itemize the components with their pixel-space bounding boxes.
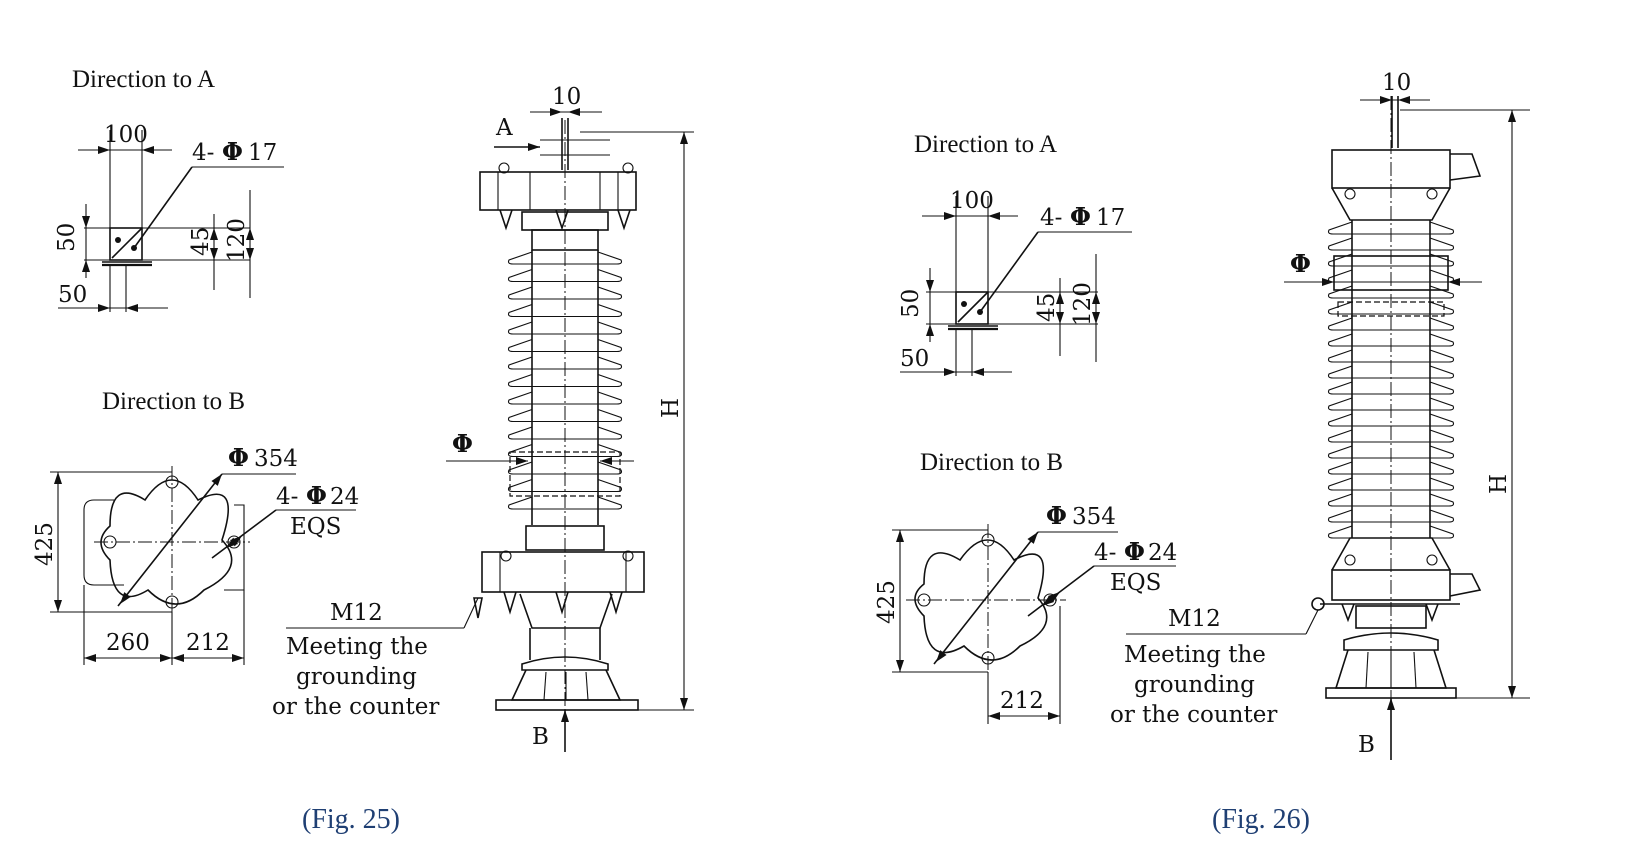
fig26-a-hole-prefix: 4- bbox=[1040, 205, 1062, 231]
fig26-b-circle-diameter: 354 bbox=[1072, 504, 1116, 530]
fig26-note-line2: grounding bbox=[1134, 672, 1255, 698]
fig25-a-hole-prefix: 4- bbox=[192, 140, 214, 166]
fig25-direction-b-title: Direction to B bbox=[102, 388, 245, 415]
fig26-a-dim-100: 100 bbox=[950, 188, 994, 214]
fig25-note-line1: Meeting the bbox=[286, 634, 428, 660]
fig25: Direction to A 100 4- Φ 17 bbox=[32, 66, 694, 835]
fig25-a-dim-120: 120 bbox=[224, 218, 250, 262]
fig25-b-holes-size: 24 bbox=[330, 484, 359, 510]
fig26-dim-10: 10 bbox=[1382, 70, 1411, 96]
fig26-label-b: B bbox=[1358, 732, 1375, 758]
fig25-direction-a-view: Direction to A 100 4- Φ 17 bbox=[54, 66, 284, 312]
fig26-note-line1: Meeting the bbox=[1124, 642, 1266, 668]
insulator-shed bbox=[507, 391, 623, 405]
fig25-a-dim-45: 45 bbox=[188, 227, 214, 256]
fig26-caption: (Fig. 26) bbox=[1212, 804, 1310, 835]
fig25-direction-a-title: Direction to A bbox=[72, 66, 215, 93]
fig26-b-holes-size: 24 bbox=[1148, 540, 1177, 566]
fig26-b-circle-phi: Φ bbox=[1046, 501, 1067, 530]
fig26-a-dim-45: 45 bbox=[1034, 293, 1060, 322]
fig25-arrester-elevation: 10 A bbox=[272, 84, 694, 752]
fig25-b-dim-425: 425 bbox=[32, 522, 58, 566]
fig25-a-hole-size: 17 bbox=[248, 140, 277, 166]
fig26-b-dim-212: 212 bbox=[1000, 688, 1044, 714]
fig26-a-dim-50-vertical: 50 bbox=[898, 289, 924, 318]
fig25-label-phi: Φ bbox=[452, 429, 473, 458]
fig26-direction-b-title: Direction to B bbox=[920, 449, 1063, 476]
fig26-a-dim-120: 120 bbox=[1070, 282, 1096, 326]
fig26-a-hole-phi: Φ bbox=[1070, 202, 1091, 231]
fig26-direction-b-view: Direction to B Φ 354 4- Φ 24 EQS bbox=[874, 449, 1177, 724]
fig25-direction-b-view: Direction to B Φ 354 4- Φ 24 bbox=[32, 388, 359, 665]
fig25-a-dim-50-horizontal: 50 bbox=[58, 282, 87, 308]
fig25-b-holes-prefix: 4- bbox=[276, 484, 298, 510]
fig25-insulator-sheds bbox=[507, 251, 623, 510]
fig25-b-holes-note: EQS bbox=[290, 514, 341, 540]
insulator-shed bbox=[1327, 477, 1455, 491]
fig25-caption: (Fig. 25) bbox=[302, 804, 400, 835]
fig26-label-phi: Φ bbox=[1290, 249, 1311, 278]
fig26-b-holes-prefix: 4- bbox=[1094, 540, 1116, 566]
fig26-b-dim-425: 425 bbox=[874, 580, 900, 624]
insulator-shed bbox=[507, 496, 623, 510]
fig26-insulator-sheds bbox=[1327, 221, 1455, 539]
fig25-a-dim-100: 100 bbox=[104, 122, 148, 148]
fig26: Direction to A 100 4- Φ 17 50 bbox=[874, 70, 1530, 835]
fig25-b-dim-260: 260 bbox=[106, 630, 150, 656]
fig26-a-hole-size: 17 bbox=[1096, 205, 1125, 231]
insulator-shed bbox=[1327, 253, 1455, 267]
fig26-direction-a-view: Direction to A 100 4- Φ 17 50 bbox=[898, 131, 1132, 376]
fig25-label-a: A bbox=[495, 115, 513, 141]
fig25-a-hole-phi: Φ bbox=[222, 137, 243, 166]
fig26-label-h: H bbox=[1486, 474, 1512, 494]
insulator-shed bbox=[1327, 429, 1455, 443]
fig25-note-line2: grounding bbox=[296, 664, 417, 690]
insulator-shed bbox=[507, 408, 623, 423]
insulator-shed bbox=[507, 303, 623, 318]
fig26-m12: M12 bbox=[1168, 606, 1221, 632]
fig25-b-circle-phi: Φ bbox=[228, 443, 249, 472]
fig26-note-line3: or the counter bbox=[1110, 702, 1277, 728]
insulator-shed bbox=[1327, 301, 1455, 315]
fig25-note-line3: or the counter bbox=[272, 694, 439, 720]
fig25-a-dim-50-vertical: 50 bbox=[54, 223, 80, 252]
fig25-b-holes-phi: Φ bbox=[306, 481, 327, 510]
fig25-label-h: H bbox=[658, 398, 684, 418]
fig26-direction-a-title: Direction to A bbox=[914, 131, 1057, 158]
fig25-b-dim-212: 212 bbox=[186, 630, 230, 656]
fig25-label-b: B bbox=[532, 724, 549, 750]
fig26-b-holes-note: EQS bbox=[1110, 570, 1161, 596]
fig26-a-dim-50-horizontal: 50 bbox=[900, 346, 929, 372]
fig25-m12: M12 bbox=[330, 600, 383, 626]
insulator-shed bbox=[507, 321, 623, 335]
insulator-shed bbox=[507, 478, 623, 493]
fig26-b-holes-phi: Φ bbox=[1124, 537, 1145, 566]
fig25-b-circle-diameter: 354 bbox=[254, 446, 298, 472]
fig25-dim-10: 10 bbox=[552, 84, 581, 110]
fig26-arrester-elevation: 10 Φ bbox=[1110, 70, 1530, 760]
